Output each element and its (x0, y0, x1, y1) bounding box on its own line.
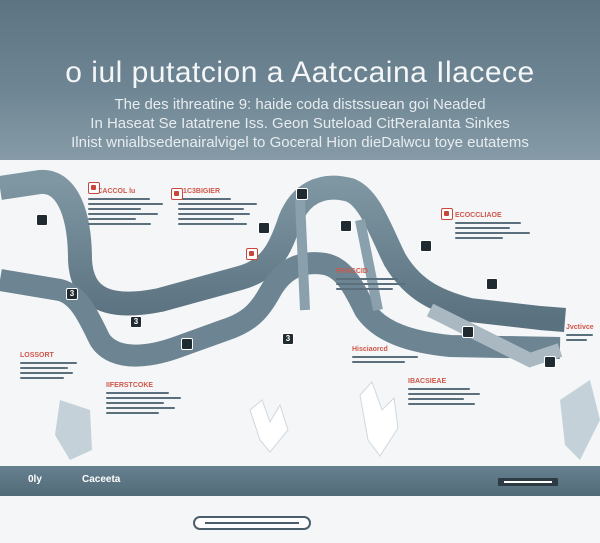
bottom-pill-button[interactable] (193, 516, 311, 530)
footer-label-mid: Caceeta (82, 474, 121, 485)
info-box-7: Hisciaorcd (352, 346, 440, 366)
info-box-6: IIFERSTCOKE (106, 382, 194, 417)
alert-node (171, 188, 183, 200)
step-node-number: 3 (282, 333, 294, 345)
page-title: o iul putatcion a Aatccaina Ilacece (65, 56, 535, 89)
step-node (420, 240, 432, 252)
pipe-lower (0, 252, 561, 367)
info-box-5-title: LOSSORT (20, 352, 54, 359)
info-box-4-title: ECOCCLIAOE (455, 212, 502, 219)
info-box-2-title: B1C3BIGIER (178, 188, 221, 195)
info-box-2: B1C3BIGIER (178, 188, 266, 228)
footer-label-left: 0ly (28, 474, 42, 485)
alert-node (441, 208, 453, 220)
info-box-3: FRAGCID (336, 268, 424, 293)
info-box-4: ECOCCLIAOE (455, 212, 543, 242)
step-node (181, 338, 193, 350)
subtitle-line-1: The des ithreatine 9: haide coda distssu… (114, 96, 486, 113)
info-box-1: BLCACCOL lu (88, 188, 176, 228)
pipe-upper (0, 170, 566, 332)
info-box-1-title: BLCACCOL lu (88, 188, 136, 195)
footer-tag (498, 478, 558, 486)
step-node (340, 220, 352, 232)
info-box-9: Jvctivce (566, 324, 596, 344)
info-box-7-title: Hisciaorcd (352, 346, 388, 353)
step-node (296, 188, 308, 200)
step-node-number: 3 (66, 288, 78, 300)
info-box-8-title: IBACSIEAE (408, 378, 447, 385)
subtitle-line-3: Ilnist wnialbsedenairalvigel to Goceral … (71, 134, 529, 151)
step-node (486, 278, 498, 290)
info-box-8: IBACSIEAE (408, 378, 496, 408)
alert-node (88, 182, 100, 194)
info-box-6-title: IIFERSTCOKE (106, 382, 154, 389)
subtitle-line-2: In Haseat Se Iatatrene Iss. Geon Suteloa… (90, 115, 510, 132)
info-box-9-title: Jvctivce (566, 324, 594, 331)
step-node (258, 222, 270, 234)
step-node (462, 326, 474, 338)
pipe-connector (295, 199, 383, 311)
header-banner: o iul putatcion a Aatccaina Ilacece The … (0, 0, 600, 160)
step-node (36, 214, 48, 226)
info-box-5: LOSSORT (20, 352, 108, 382)
step-node (544, 356, 556, 368)
step-node-number: 3 (130, 316, 142, 328)
alert-node (246, 248, 258, 260)
info-box-3-title: FRAGCID (336, 268, 368, 275)
